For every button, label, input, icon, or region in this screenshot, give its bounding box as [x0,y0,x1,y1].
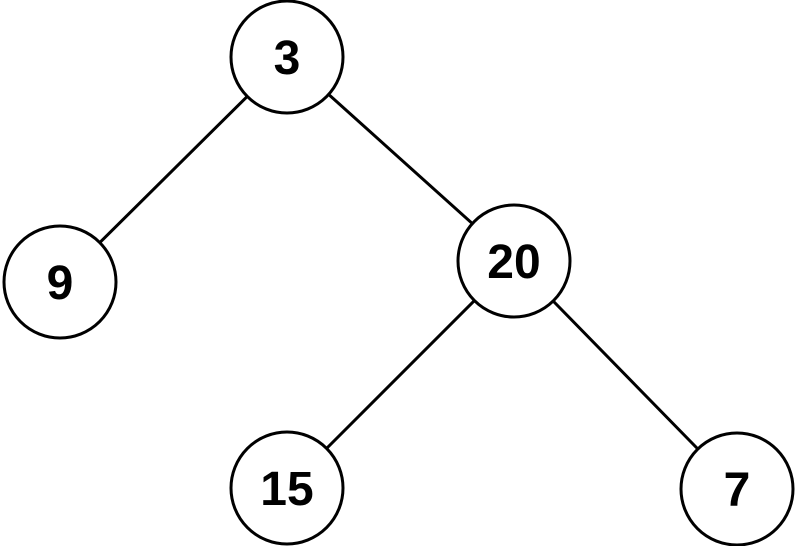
tree-node-right-left: 15 [229,430,345,546]
tree-node-left: 9 [2,224,118,340]
tree-node-value: 15 [260,463,313,516]
tree-node-circle [229,0,345,115]
tree-node-root: 3 [229,0,345,115]
tree-node-circle [679,431,795,546]
tree-node-value: 3 [274,32,301,85]
tree-node-value: 9 [47,257,74,310]
tree-node-value: 7 [724,464,751,517]
tree-node-circle [456,203,572,319]
tree-node-value: 20 [487,236,540,289]
tree-node-right-right: 7 [679,431,795,546]
tree-node-circle [2,224,118,340]
tree-node-circle [229,430,345,546]
tree-node-right: 20 [456,203,572,319]
